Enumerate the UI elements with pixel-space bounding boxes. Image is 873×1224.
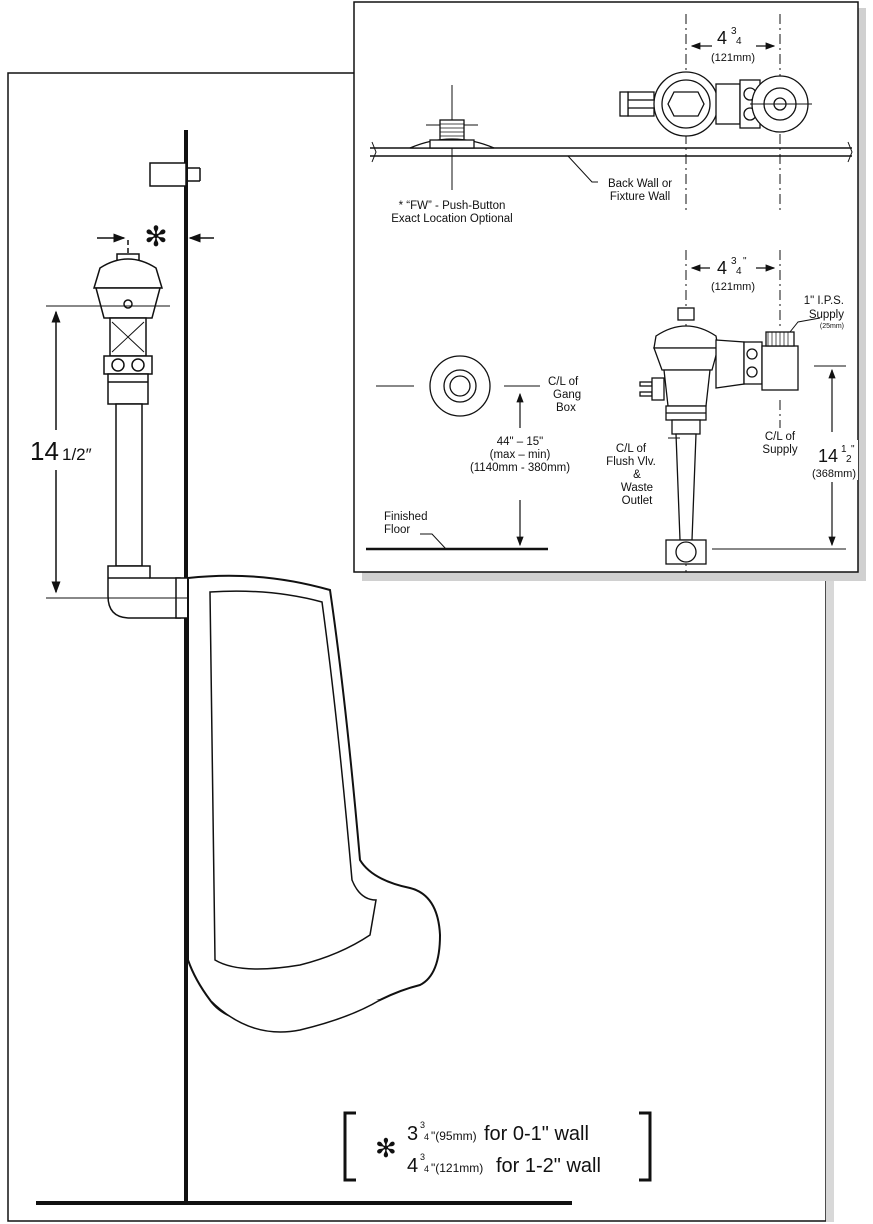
footnote-line2-mm: "(121mm)	[431, 1161, 483, 1175]
front-view: 4 3 4 " (121mm)	[366, 250, 858, 572]
supply-cl-line2: Supply	[762, 444, 797, 456]
gangbox-label-line1: C/L of	[548, 376, 579, 388]
star-symbol: ✻	[144, 221, 167, 252]
footnote-line2-main: 4	[407, 1155, 418, 1177]
plan-width-dim: 4	[717, 28, 727, 48]
svg-text:4: 4	[736, 266, 742, 277]
supply-size-line1: 1" I.P.S.	[804, 295, 844, 307]
svg-text:2: 2	[846, 454, 852, 465]
svg-text:3: 3	[731, 256, 737, 267]
push-button-plan	[409, 85, 495, 190]
gangbox-label-line3: Box	[556, 402, 576, 414]
pushbutton-note-line2: Exact Location Optional	[391, 213, 512, 225]
flush-cl-line3: &	[633, 469, 641, 481]
flush-cl-line5: Outlet	[622, 495, 653, 507]
height-dim-whole: 14	[30, 436, 59, 466]
wall-thickness-footnote: ✻ 3 3 4 "(95mm) for 0-1" wall 4 3 4 "(12…	[343, 1111, 652, 1182]
flush-valve-front	[639, 307, 799, 565]
flush-cl-line1: C/L of	[616, 443, 647, 455]
supply-size-mm: (25mm)	[820, 323, 844, 330]
svg-text:3: 3	[420, 1120, 425, 1130]
svg-text:3: 3	[420, 1152, 425, 1162]
footnote-line1-mm: "(95mm)	[431, 1129, 477, 1143]
supply-size-line2: Supply	[809, 309, 844, 321]
height-dim-fraction: 1/2″	[62, 445, 92, 464]
height-range-line1: 44" – 15"	[497, 436, 544, 448]
svg-text:3: 3	[731, 26, 737, 37]
front-height-mm: (368mm)	[812, 468, 856, 480]
backwall-label-line2: Fixture Wall	[610, 191, 670, 203]
flush-valve-plan	[619, 14, 812, 210]
svg-text:": "	[743, 256, 747, 267]
height-range-line3: (1140mm - 380mm)	[470, 462, 570, 474]
gang-box	[429, 355, 491, 417]
supply-cl-line1: C/L of	[765, 431, 796, 443]
pushbutton-note-line1: * “FW” - Push-Button	[399, 200, 506, 212]
footnote-line2-text: for 1-2" wall	[496, 1155, 601, 1177]
front-width-mm: (121mm)	[711, 281, 755, 293]
flush-cl-line2: Flush Vlv.	[606, 456, 656, 468]
svg-text:": "	[851, 444, 855, 455]
inset-panel: 4 3 4 (121mm) * “FW” - Push-Button Exact…	[353, 1, 866, 581]
plan-width-mm: (121mm)	[711, 52, 755, 64]
backwall-label-line1: Back Wall or	[608, 178, 672, 190]
svg-text:4: 4	[424, 1132, 429, 1142]
wall-offset-marker: ✻	[97, 221, 214, 252]
flush-valve-side	[92, 240, 189, 619]
floor-label-line1: Finished	[384, 511, 427, 523]
svg-text:4: 4	[424, 1164, 429, 1174]
footnote-line1-main: 3	[407, 1123, 418, 1145]
front-width-dim: 4	[717, 258, 727, 278]
svg-text:4: 4	[736, 36, 742, 47]
height-range-line2: (max – min)	[490, 449, 551, 461]
flush-cl-line4: Waste	[621, 482, 653, 494]
push-button-side	[149, 162, 201, 187]
plan-view: 4 3 4 (121mm) * “FW” - Push-Button Exact…	[370, 14, 853, 225]
svg-text:1: 1	[841, 444, 847, 455]
gangbox-label-line2: Gang	[553, 389, 581, 401]
front-height-dim: 14	[818, 446, 838, 466]
floor-label-line2: Floor	[384, 524, 410, 536]
footnote-line1-text: for 0-1" wall	[484, 1123, 589, 1145]
urinal-body	[187, 574, 442, 1033]
footnote-star: ✻	[375, 1133, 397, 1163]
height-dimension-side: 14 1/2″	[30, 305, 205, 599]
